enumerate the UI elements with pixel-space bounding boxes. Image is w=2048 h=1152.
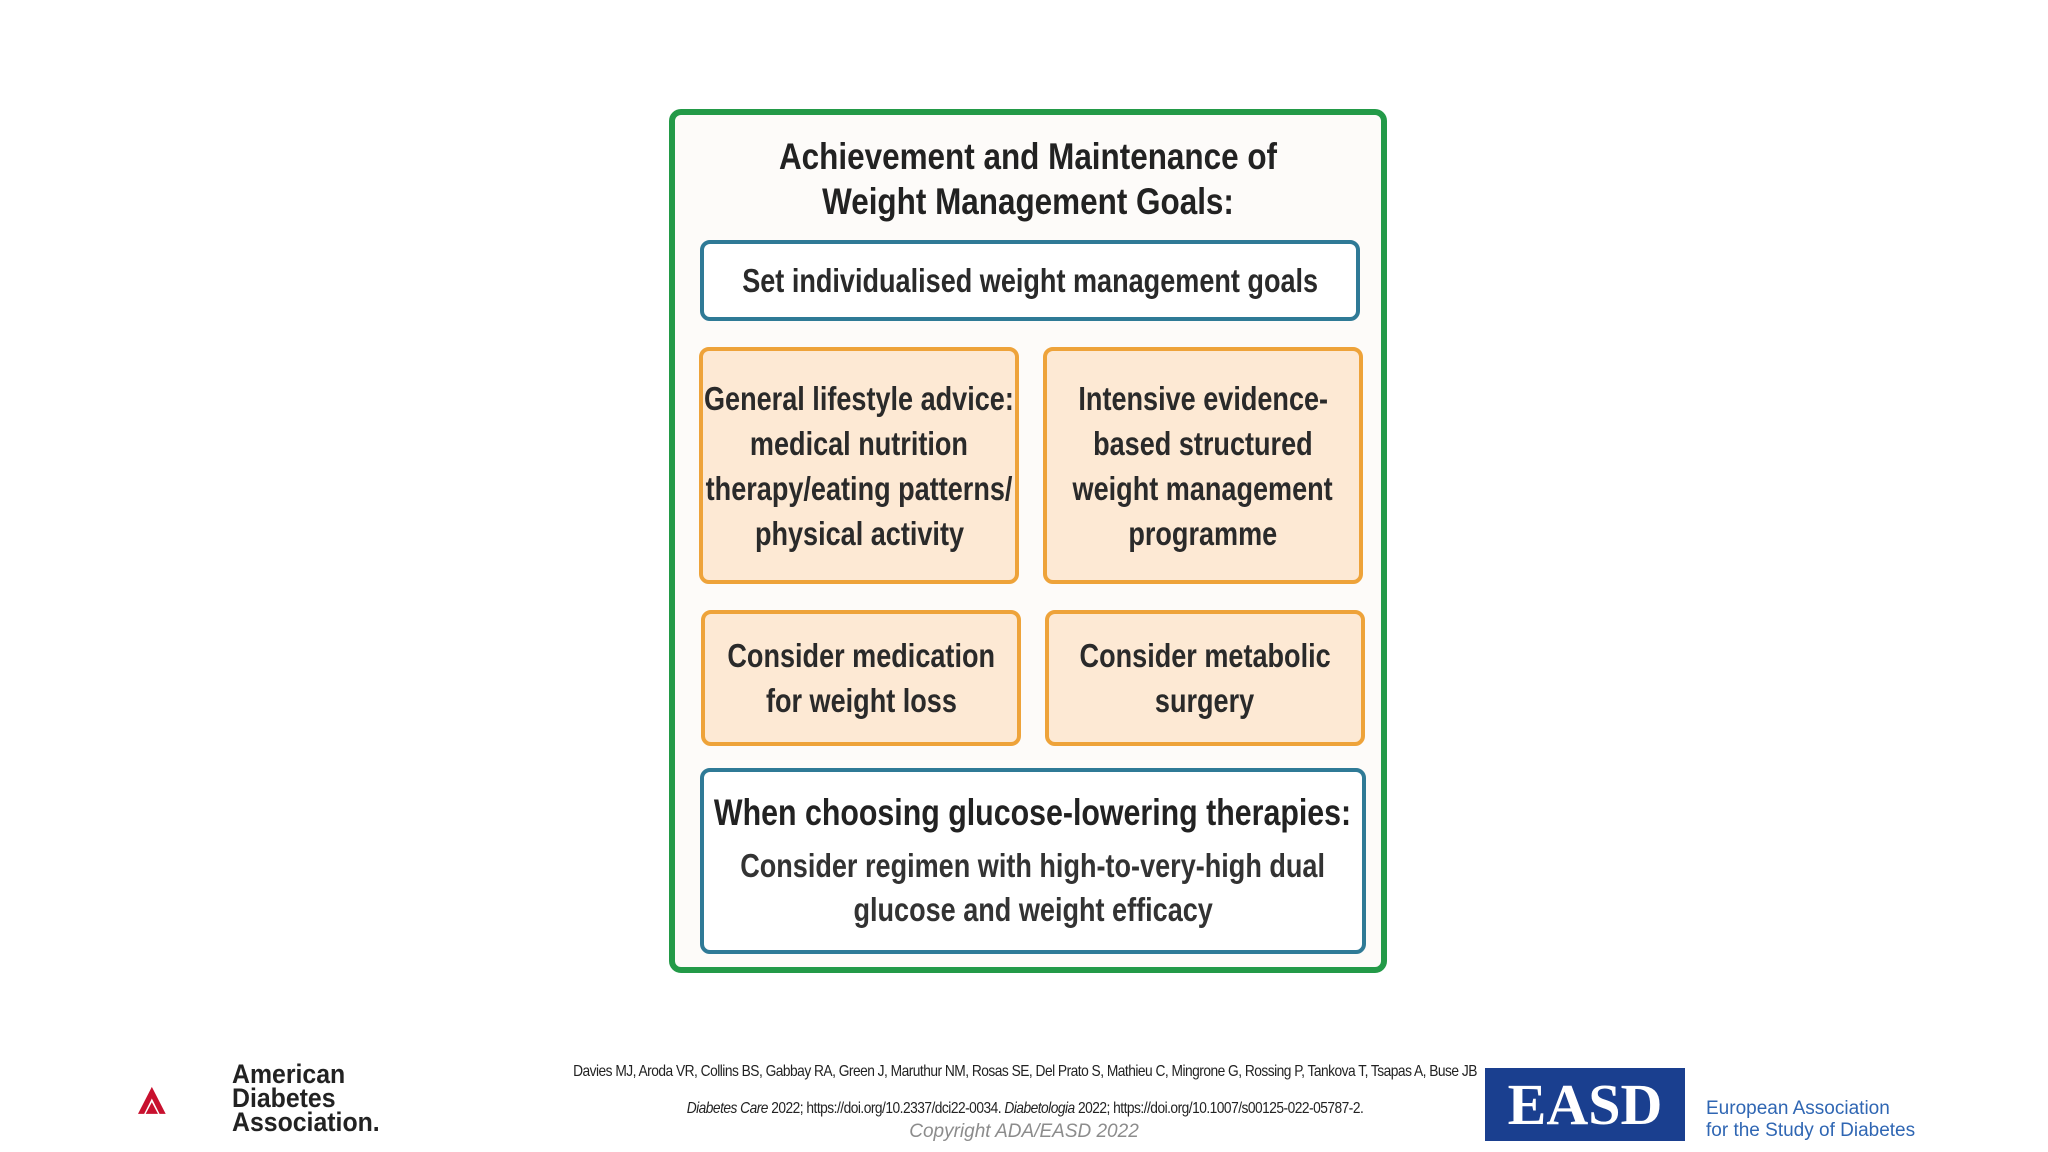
easd-name-line-1: European Association bbox=[1706, 1098, 1890, 1119]
glucose-heading: When choosing glucose-lowering therapies… bbox=[714, 792, 1352, 833]
lifestyle-box: General lifestyle advice: medical nutrit… bbox=[699, 347, 1019, 584]
glucose-line-1: Consider regimen with high-to-very-high … bbox=[740, 847, 1326, 884]
medication-line-1: Consider medication bbox=[727, 637, 995, 674]
medication-box: Consider medication for weight loss bbox=[701, 610, 1021, 746]
ada-name-line-1: American bbox=[232, 1059, 346, 1089]
surgery-box: Consider metabolic surgery bbox=[1045, 610, 1365, 746]
title-line-2: Weight Management Goals: bbox=[822, 181, 1234, 222]
glucose-line-2: glucose and weight efficacy bbox=[853, 891, 1213, 928]
goals-text: Set individualised weight management goa… bbox=[742, 262, 1318, 299]
citation-ref-1: 2022; https://doi.org/10.2337/dci22-0034… bbox=[767, 1100, 1005, 1117]
ada-wordmark: American Diabetes Association. bbox=[232, 1059, 393, 1137]
ada-name-line-2: Diabetes bbox=[232, 1083, 336, 1113]
copyright-text: Copyright ADA/EASD 2022 bbox=[909, 1121, 1139, 1142]
glucose-box: When choosing glucose-lowering therapies… bbox=[700, 768, 1366, 954]
medication-line-2: for weight loss bbox=[765, 682, 957, 719]
citation-authors: Davies MJ, Aroda VR, Collins BS, Gabbay … bbox=[573, 1063, 1477, 1080]
citation-ref-2: 2022; https://doi.org/10.1007/s00125-022… bbox=[1074, 1100, 1364, 1117]
title-line-1: Achievement and Maintenance of bbox=[778, 136, 1278, 177]
programme-box: Intensive evidence- based structured wei… bbox=[1043, 347, 1363, 584]
programme-line-1: Intensive evidence- bbox=[1078, 379, 1328, 417]
lifestyle-line-4: physical activity bbox=[754, 514, 964, 552]
surgery-line-1: Consider metabolic bbox=[1079, 637, 1331, 674]
goals-box: Set individualised weight management goa… bbox=[700, 240, 1360, 321]
easd-name-line-2: for the Study of Diabetes bbox=[1706, 1120, 1916, 1141]
lifestyle-line-1: General lifestyle advice: bbox=[704, 379, 1014, 417]
citation-references: Diabetes Care 2022; https://doi.org/10.2… bbox=[453, 1100, 1597, 1118]
lifestyle-line-2: medical nutrition bbox=[749, 424, 968, 462]
diagram-title: Achievement and Maintenance of Weight Ma… bbox=[669, 134, 1387, 224]
programme-line-4: programme bbox=[1128, 514, 1278, 552]
programme-line-3: weight management bbox=[1072, 469, 1334, 507]
citation-journal-2: Diabetologia bbox=[1004, 1100, 1075, 1117]
citation-journal-1: Diabetes Care bbox=[686, 1100, 769, 1117]
ada-name-line-3: Association. bbox=[232, 1107, 380, 1137]
easd-logo: EASD bbox=[1485, 1068, 1685, 1141]
ada-triangle-icon bbox=[138, 1086, 166, 1114]
easd-wordmark: European Association for the Study of Di… bbox=[1706, 1098, 1915, 1142]
lifestyle-line-3: therapy/eating patterns/ bbox=[705, 469, 1013, 507]
surgery-line-2: surgery bbox=[1155, 682, 1255, 719]
programme-line-2: based structured bbox=[1093, 424, 1313, 462]
